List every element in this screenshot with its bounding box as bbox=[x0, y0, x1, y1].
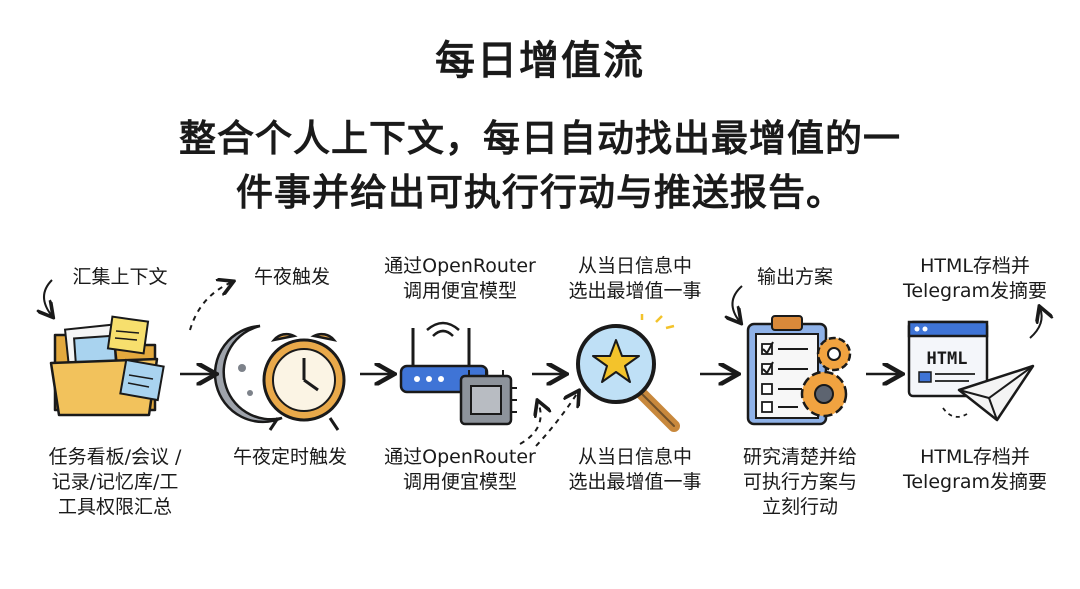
html-paper-plane-icon: HTML bbox=[905, 318, 1040, 433]
pointer-arrow-5 bbox=[732, 285, 742, 322]
label-line: 通过OpenRouter bbox=[384, 446, 536, 468]
label-line: 选出最增值一事 bbox=[568, 280, 702, 302]
label-line: 通过OpenRouter bbox=[384, 255, 536, 277]
label-line: 输出方案 bbox=[756, 266, 833, 288]
step-5-bottom-label: 研究清楚并给 可执行方案与 立刻行动 bbox=[720, 445, 880, 520]
label-line: 午夜触发 bbox=[253, 266, 330, 288]
label-line: Telegram发摘要 bbox=[902, 471, 1048, 493]
clipboard-gears-icon bbox=[742, 314, 862, 432]
moon-alarm-clock-icon bbox=[213, 318, 360, 438]
label-line: 调用便宜模型 bbox=[402, 280, 517, 302]
step-2-bottom-label: 午夜定时触发 bbox=[215, 445, 365, 470]
step-3-top-label: 通过OpenRouter 调用便宜模型 bbox=[380, 254, 540, 304]
router-chip-icon bbox=[395, 318, 535, 428]
step-2-top-label: 午夜触发 bbox=[232, 265, 352, 290]
label-line: Telegram发摘要 bbox=[902, 280, 1048, 302]
label-line: 记录/记忆库/工 bbox=[51, 471, 179, 493]
magnifier-star-icon bbox=[570, 314, 700, 434]
label-line: 调用便宜模型 bbox=[402, 471, 517, 493]
step-1-top-label: 汇集上下文 bbox=[55, 265, 185, 290]
step-1-bottom-label: 任务看板/会议 / 记录/记忆库/工 工具权限汇总 bbox=[20, 445, 210, 520]
step-6-bottom-label: HTML存档并 Telegram发摘要 bbox=[885, 445, 1065, 495]
diagram-title: 每日增值流 bbox=[435, 38, 645, 84]
pointer-arrow-1 bbox=[44, 279, 52, 316]
step-5-top-label: 输出方案 bbox=[735, 265, 855, 290]
label-line: 汇集上下文 bbox=[72, 266, 168, 288]
label-line: HTML存档并 bbox=[920, 255, 1030, 277]
label-line: 选出最增值一事 bbox=[568, 471, 702, 493]
subtitle-line-2: 件事并给出可执行行动与推送报告。 bbox=[236, 171, 844, 214]
label-line: 可执行方案与 bbox=[742, 471, 857, 493]
folder-with-notes-icon bbox=[45, 315, 185, 430]
label-line: 工具权限汇总 bbox=[57, 496, 172, 518]
diagram-subtitle: 整合个人上下文，每日自动找出最增值的一 件事并给出可执行行动与推送报告。 bbox=[60, 112, 1020, 220]
label-line: 从当日信息中 bbox=[577, 446, 692, 468]
step-4-top-label: 从当日信息中 选出最增值一事 bbox=[555, 254, 715, 304]
step-4-bottom-label: 从当日信息中 选出最增值一事 bbox=[555, 445, 715, 495]
label-line: 任务看板/会议 / bbox=[48, 446, 182, 468]
label-line: 午夜定时触发 bbox=[232, 446, 347, 468]
step-6-top-label: HTML存档并 Telegram发摘要 bbox=[885, 254, 1065, 304]
label-line: 立刻行动 bbox=[761, 496, 838, 518]
step-3-bottom-label: 通过OpenRouter 调用便宜模型 bbox=[380, 445, 540, 495]
label-line: 研究清楚并给 bbox=[742, 446, 857, 468]
label-line: HTML存档并 bbox=[920, 446, 1030, 468]
subtitle-line-1: 整合个人上下文，每日自动找出最增值的一 bbox=[179, 117, 901, 160]
label-line: 从当日信息中 bbox=[577, 255, 692, 277]
html-icon-text: HTML bbox=[927, 349, 968, 369]
